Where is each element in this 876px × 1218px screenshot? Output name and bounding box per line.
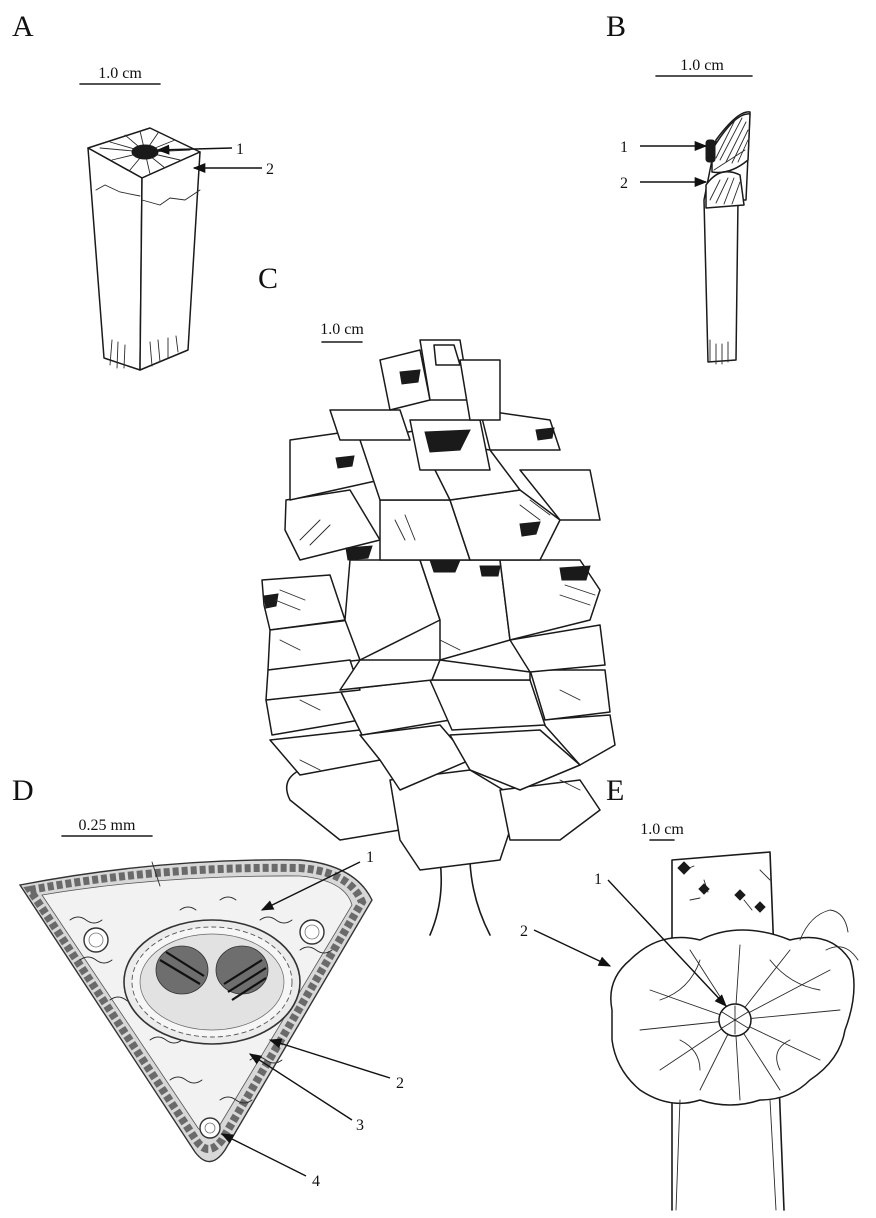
panel-b-callout-2: 2 bbox=[620, 175, 628, 192]
panel-d-needle-cross-section bbox=[20, 860, 372, 1162]
panel-e-branch-with-cone bbox=[611, 852, 858, 1210]
panel-e-arrow-2 bbox=[534, 930, 610, 966]
panel-e: E 1.0 cm 1 2 bbox=[520, 774, 858, 1210]
panel-d-callout-4: 4 bbox=[312, 1173, 320, 1190]
panel-d-vascular-bundle bbox=[216, 946, 268, 994]
panel-d-vascular-bundle bbox=[156, 946, 208, 994]
panel-e-letter: E bbox=[606, 774, 624, 807]
panel-c: C 1.0 cm bbox=[258, 262, 615, 935]
panel-b: B 1.0 cm 1 2 bbox=[606, 10, 752, 364]
panel-d-callout-1: 1 bbox=[366, 849, 374, 866]
panel-b-scale-label: 1.0 cm bbox=[680, 57, 724, 74]
panel-b-needle-tip bbox=[704, 112, 750, 364]
panel-a: A 1.0 cm 1 2 bbox=[12, 10, 274, 370]
panel-d-callout-3: 3 bbox=[356, 1117, 364, 1134]
panel-c-pine-cone bbox=[262, 340, 615, 935]
panel-c-scale-label: 1.0 cm bbox=[320, 321, 364, 338]
panel-e-callout-1: 1 bbox=[594, 871, 602, 888]
panel-d-arrow-3 bbox=[250, 1054, 352, 1120]
panel-d-letter: D bbox=[12, 774, 34, 807]
panel-e-scale-label: 1.0 cm bbox=[640, 821, 684, 838]
panel-d-scale-label: 0.25 mm bbox=[79, 817, 136, 834]
panel-a-callout-1: 1 bbox=[236, 141, 244, 158]
panel-d-arrow-4 bbox=[222, 1134, 306, 1176]
panel-a-letter: A bbox=[12, 10, 34, 43]
panel-a-scale-label: 1.0 cm bbox=[98, 65, 142, 82]
panel-d-callout-2: 2 bbox=[396, 1075, 404, 1092]
panel-a-center-dot bbox=[132, 145, 158, 159]
panel-a-needle-fascicle bbox=[88, 128, 200, 370]
panel-b-letter: B bbox=[606, 10, 626, 43]
panel-e-callout-2: 2 bbox=[520, 923, 528, 940]
panel-b-callout-1: 1 bbox=[620, 139, 628, 156]
panel-d-arrow-2 bbox=[270, 1040, 390, 1078]
panel-a-callout-2: 2 bbox=[266, 161, 274, 178]
panel-c-letter: C bbox=[258, 262, 278, 295]
